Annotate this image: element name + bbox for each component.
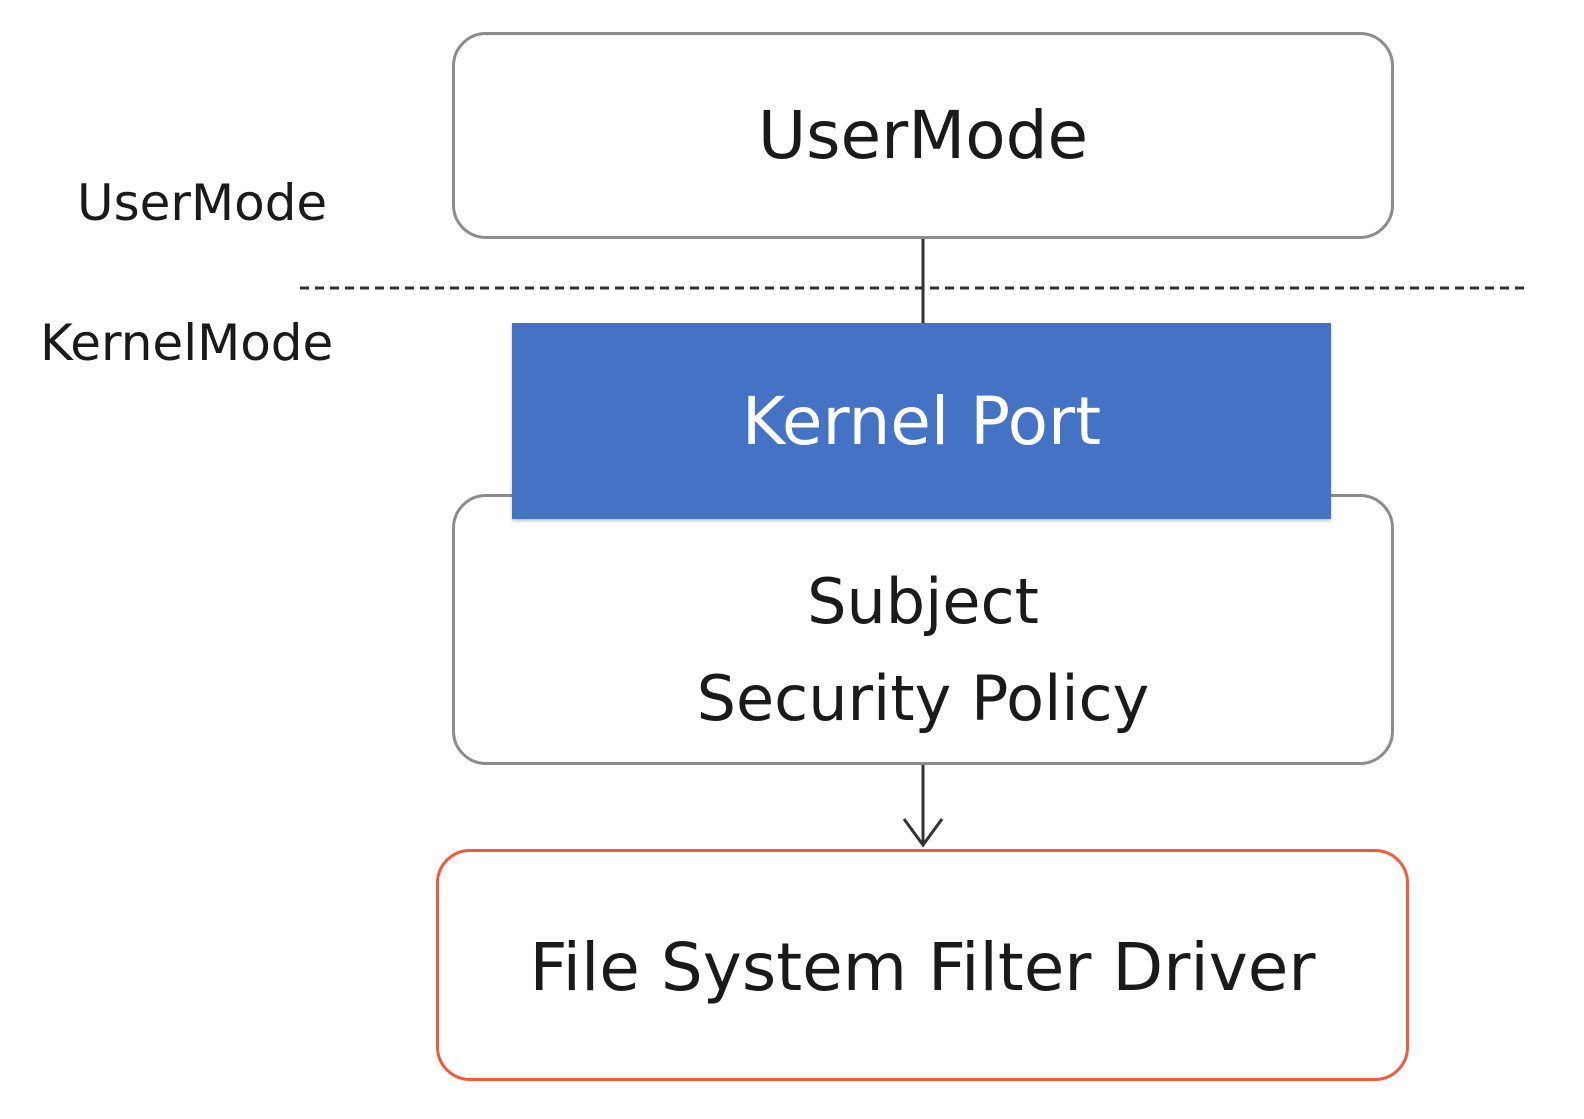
driver-label: File System Filter Driver bbox=[529, 928, 1316, 1006]
file-system-filter-driver-box: File System Filter Driver bbox=[436, 849, 1409, 1081]
subject-label: Subject bbox=[807, 565, 1039, 639]
kernel-port-box: Kernel Port bbox=[512, 323, 1331, 519]
kernel-port-label: Kernel Port bbox=[741, 382, 1102, 460]
usermode-region-label: UserMode bbox=[77, 174, 328, 232]
usermode-box-label: UserMode bbox=[757, 97, 1089, 174]
security-policy-label: Security Policy bbox=[696, 661, 1150, 735]
kernelmode-region-label: KernelMode bbox=[40, 314, 334, 372]
arrowhead-icon bbox=[902, 818, 944, 848]
usermode-box: UserMode bbox=[452, 32, 1394, 239]
subject-security-policy-box: Subject Security Policy bbox=[452, 494, 1394, 765]
